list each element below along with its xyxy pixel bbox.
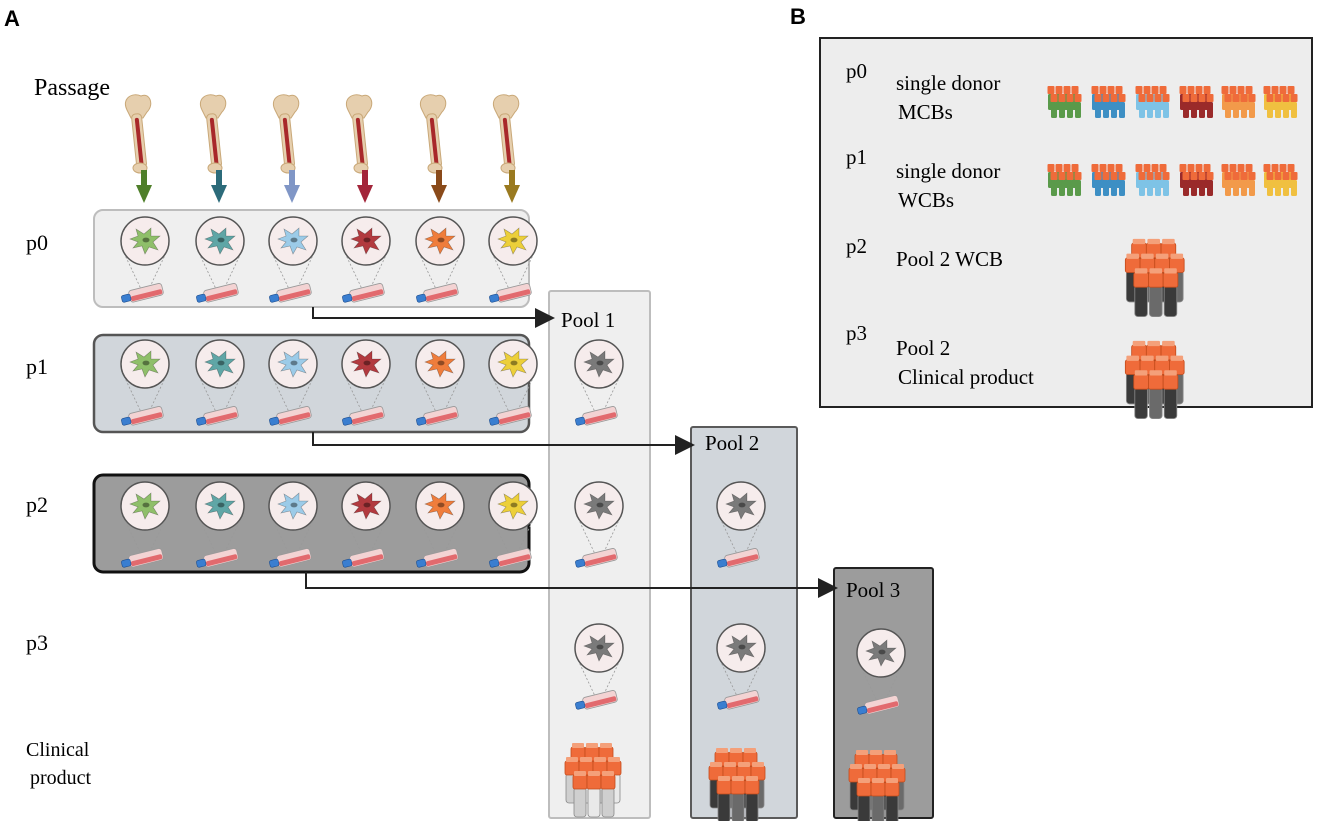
clinical-product-vials bbox=[564, 743, 906, 825]
bone-icon bbox=[493, 94, 520, 174]
legend-p1-passage: p1 bbox=[846, 145, 867, 169]
donor-arrow bbox=[284, 170, 300, 203]
mcb-vial-set bbox=[1179, 86, 1214, 118]
arrow-p0-to-pool1 bbox=[312, 307, 555, 328]
donor-cell-culture bbox=[488, 481, 538, 568]
legend-p1-line2: WCBs bbox=[898, 188, 954, 212]
arrow-p1-to-pool2 bbox=[312, 432, 695, 455]
donor-cell-culture bbox=[415, 216, 465, 303]
bone-icon bbox=[125, 94, 152, 174]
legend-p0-line2: MCBs bbox=[898, 100, 953, 124]
legend-p3-line1: Pool 2 bbox=[896, 336, 950, 360]
pooled-cell-culture bbox=[716, 623, 766, 710]
legend-p0-line1: single donor bbox=[896, 71, 1000, 95]
pooled-cell-culture bbox=[856, 628, 906, 715]
row-label-p0: p0 bbox=[26, 230, 48, 255]
donor-cell-culture bbox=[195, 481, 245, 568]
legend-p3-passage: p3 bbox=[846, 321, 867, 345]
donor-arrow bbox=[431, 170, 447, 203]
row-label-p3: p3 bbox=[26, 630, 48, 655]
donor-cell-culture bbox=[488, 339, 538, 426]
cell-cultures bbox=[120, 216, 906, 715]
pooled-cell-culture bbox=[716, 481, 766, 568]
donor-cell-culture bbox=[268, 481, 318, 568]
mcb-vial-set bbox=[1135, 86, 1170, 118]
panel-a-letter: A bbox=[4, 6, 20, 31]
legend-p0-passage: p0 bbox=[846, 59, 867, 83]
passage-label: Passage bbox=[34, 75, 110, 101]
donor-cell-culture bbox=[268, 216, 318, 303]
donor-cell-culture bbox=[120, 339, 170, 426]
bone-icon bbox=[273, 94, 300, 174]
wcb-vial-set bbox=[1221, 164, 1256, 196]
donor-cell-culture bbox=[195, 216, 245, 303]
donor-cell-culture bbox=[195, 339, 245, 426]
legend-p2-line1: Pool 2 WCB bbox=[896, 247, 1003, 271]
donor-cell-culture bbox=[120, 481, 170, 568]
mcb-vial-set bbox=[1263, 86, 1298, 118]
donor-arrow bbox=[211, 170, 227, 203]
pool2-vials bbox=[708, 748, 766, 823]
bone-marrow-sources bbox=[125, 94, 520, 203]
pool1-vials bbox=[564, 743, 622, 818]
mcb-vial-set bbox=[1221, 86, 1256, 118]
donor-cell-culture bbox=[268, 339, 318, 426]
wcb-vial-set bbox=[1179, 164, 1214, 196]
legend-pool2-clinical-vials bbox=[1124, 340, 1185, 420]
pooled-cell-culture bbox=[574, 623, 624, 710]
pool3-label: Pool 3 bbox=[846, 578, 900, 602]
pooled-cell-culture bbox=[574, 339, 624, 426]
mcb-vial-set bbox=[1091, 86, 1126, 118]
wcb-vial-set bbox=[1263, 164, 1298, 196]
bone-icon bbox=[420, 94, 447, 174]
row-label-p2: p2 bbox=[26, 492, 48, 517]
wcb-vial-set bbox=[1091, 164, 1126, 196]
donor-cell-culture bbox=[341, 339, 391, 426]
wcb-vial-set bbox=[1135, 164, 1170, 196]
donor-cell-culture bbox=[415, 339, 465, 426]
donor-arrow bbox=[504, 170, 520, 203]
donor-arrow bbox=[136, 170, 152, 203]
donor-cell-culture bbox=[415, 481, 465, 568]
legend-p1-line1: single donor bbox=[896, 159, 1000, 183]
pool2-label: Pool 2 bbox=[705, 431, 759, 455]
donor-cell-culture bbox=[120, 216, 170, 303]
pool1-label: Pool 1 bbox=[561, 308, 615, 332]
wcb-vial-set bbox=[1047, 164, 1082, 196]
bone-icon bbox=[200, 94, 227, 174]
pooled-cell-culture bbox=[574, 481, 624, 568]
clinical-label-line1: Clinical bbox=[26, 739, 90, 761]
row-label-p1: p1 bbox=[26, 354, 48, 379]
legend-pool2-wcb-vials bbox=[1124, 238, 1185, 318]
mcb-vial-set bbox=[1047, 86, 1082, 118]
clinical-label-line2: product bbox=[30, 767, 92, 789]
donor-cell-culture bbox=[341, 216, 391, 303]
arrow-p2-to-pool3 bbox=[305, 572, 838, 598]
legend-p3-line2: Clinical product bbox=[898, 365, 1034, 389]
donor-cell-culture bbox=[488, 216, 538, 303]
panel-b-letter: B bbox=[790, 4, 806, 29]
donor-cell-culture bbox=[341, 481, 391, 568]
legend-vials bbox=[1047, 86, 1298, 420]
bone-icon bbox=[346, 94, 373, 174]
donor-arrow bbox=[357, 170, 373, 203]
legend-p2-passage: p2 bbox=[846, 234, 867, 258]
pool3-vials bbox=[848, 750, 906, 825]
